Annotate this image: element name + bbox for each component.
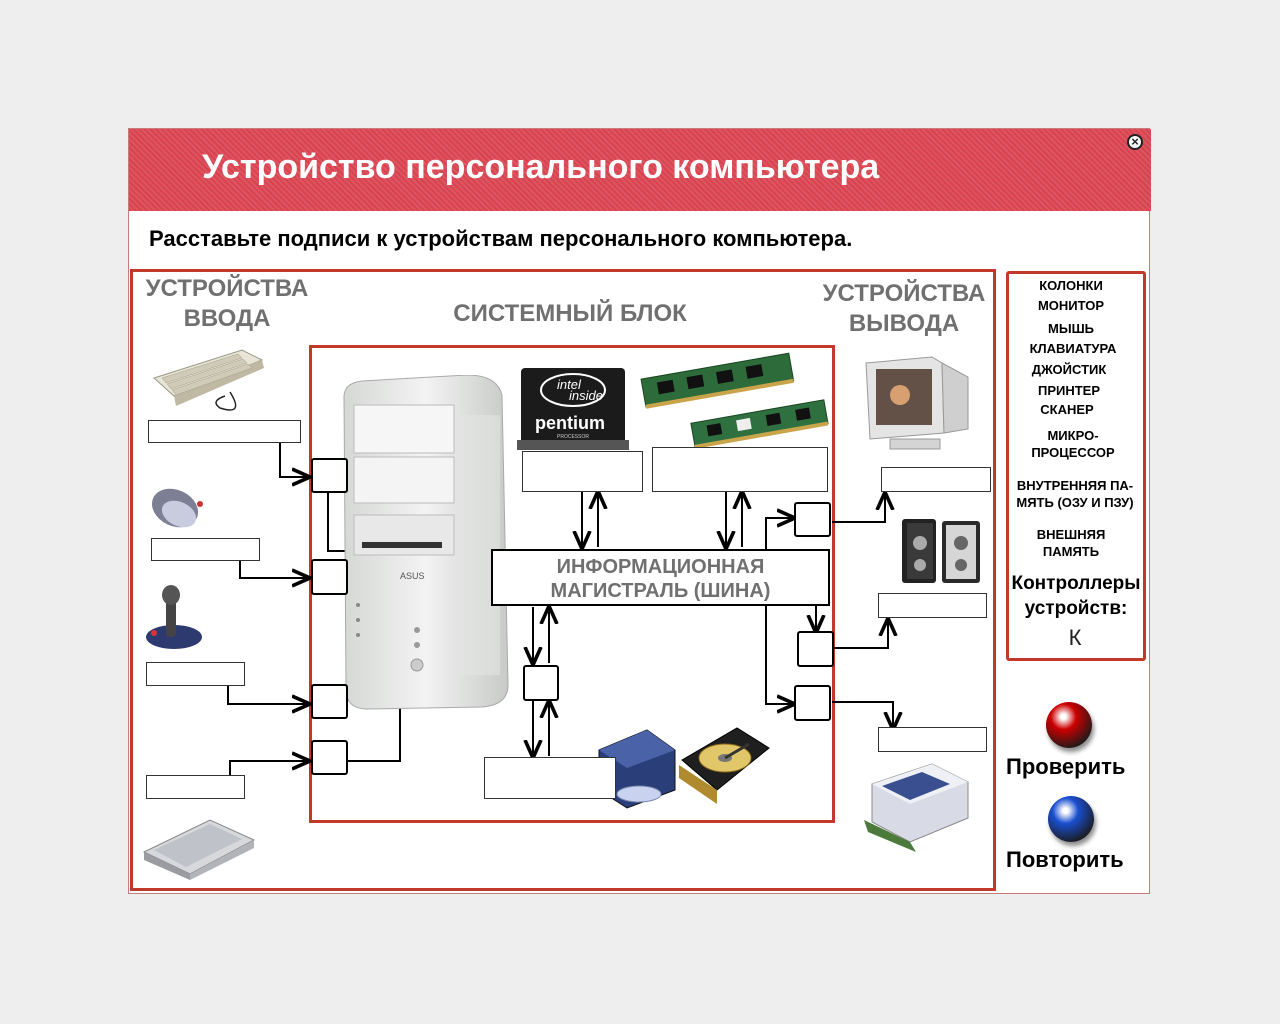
joystick-controller-box[interactable]: [311, 684, 348, 719]
printer-controller-box[interactable]: [794, 685, 831, 721]
svg-text:PROCESSOR: PROCESSOR: [557, 434, 589, 440]
label-scanner[interactable]: СКАНЕР: [1040, 402, 1094, 417]
joystick-label-box[interactable]: [146, 662, 245, 686]
system-unit-image: ASUS: [343, 375, 509, 710]
scanner-controller-box[interactable]: [311, 740, 348, 775]
labels-panel: [1006, 271, 1146, 661]
check-button[interactable]: Проверить: [1006, 754, 1126, 779]
label-printer[interactable]: ПРИНТЕР: [1037, 383, 1101, 398]
svg-text:pentium: pentium: [535, 413, 605, 433]
close-icon[interactable]: ×: [1127, 134, 1143, 150]
window-title: Устройство персонального компьютера: [202, 148, 880, 186]
label-keyboard[interactable]: КЛАВИАТУРА: [1029, 341, 1117, 356]
memory-modules-image: [640, 352, 829, 448]
label-speakers[interactable]: КОЛОНКИ: [1039, 278, 1103, 293]
label-controller-k[interactable]: К: [1068, 625, 1082, 650]
scanner-image: [142, 819, 256, 880]
reset-button[interactable]: Повторить: [1006, 847, 1124, 872]
check-button-icon[interactable]: [1046, 702, 1092, 748]
keyboard-label-box[interactable]: [148, 420, 301, 443]
mouse-image: [151, 488, 203, 528]
processor-label-box[interactable]: [522, 451, 643, 492]
system-unit-heading: СИСТЕМНЫЙ БЛОК: [453, 300, 687, 327]
mouse-label-box[interactable]: [151, 538, 260, 561]
joystick-image: [146, 585, 202, 649]
internal-memory-label-box[interactable]: [652, 447, 828, 492]
speakers-label-box[interactable]: [878, 593, 987, 618]
speakers-image: [902, 519, 980, 583]
controllers-caption: Контроллеры устройств:: [1011, 573, 1141, 619]
external-memory-controller-box[interactable]: [523, 665, 559, 701]
label-external-memory[interactable]: ВНЕШНЯЯ ПАМЯТЬ: [1036, 527, 1106, 559]
label-monitor[interactable]: МОНИТОР: [1037, 298, 1105, 313]
printer-label-box[interactable]: [878, 727, 987, 752]
label-internal-memory[interactable]: ВНУТРЕННЯЯ ПА- МЯТЬ (ОЗУ И ПЗУ): [1016, 478, 1134, 510]
drives-image: [598, 727, 770, 809]
instruction-text: Расставьте подписи к устройствам персона…: [149, 226, 853, 251]
keyboard-controller-box[interactable]: [311, 458, 348, 493]
svg-text:inside: inside: [569, 388, 603, 403]
reset-button-icon[interactable]: [1048, 796, 1094, 842]
svg-text:intel: intel: [557, 377, 582, 392]
diagram-frame: [130, 269, 996, 891]
keyboard-image: [153, 349, 264, 411]
monitor-label-box[interactable]: [881, 467, 991, 492]
label-mouse[interactable]: МЫШЬ: [1048, 321, 1094, 336]
svg-text:ASUS: ASUS: [400, 571, 425, 581]
external-memory-label-box[interactable]: [484, 757, 616, 799]
speakers-controller-box[interactable]: [797, 631, 834, 667]
monitor-image: [865, 356, 969, 450]
label-joystick[interactable]: ДЖОЙСТИК: [1031, 362, 1107, 377]
title-bar: [129, 129, 1151, 211]
pentium-processor-image: intel inside pentium PROCESSOR: [517, 368, 629, 450]
label-microprocessor[interactable]: МИКРО- ПРОЦЕССОР: [1031, 428, 1115, 460]
scanner-label-box[interactable]: [146, 775, 245, 799]
printer-image: [864, 763, 969, 852]
monitor-controller-box[interactable]: [794, 502, 831, 537]
mouse-controller-box[interactable]: [311, 559, 348, 595]
